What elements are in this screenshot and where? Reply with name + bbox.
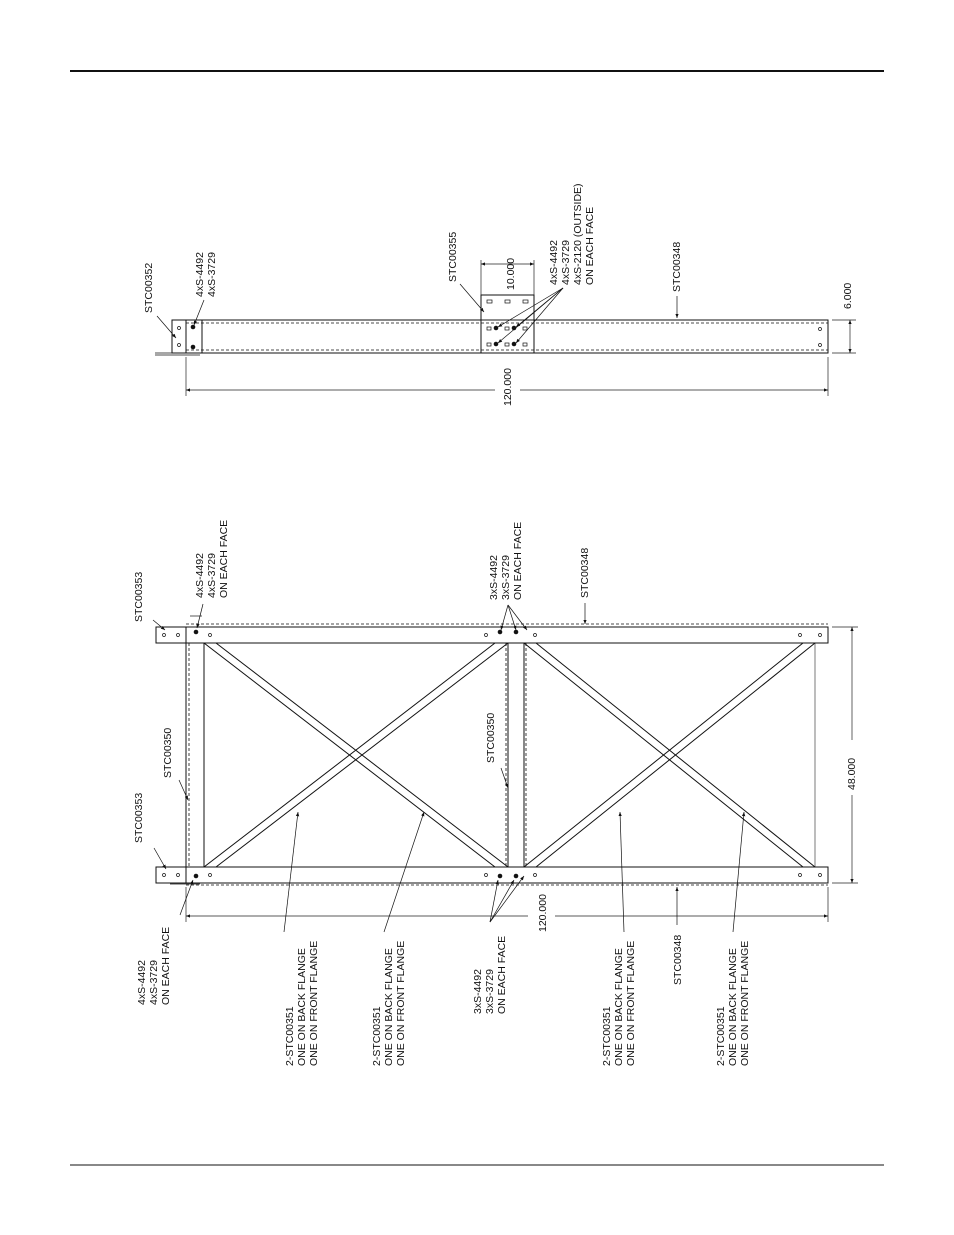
dim-depth: 6.000: [842, 283, 854, 309]
end-cap-top-stc00353: [155, 626, 187, 644]
bottom-chord-stc00348: [185, 866, 829, 884]
label-stc00350-mid: STC00350: [485, 713, 497, 763]
top-chord-stc00348: [185, 626, 829, 644]
svg-text:4xS-3729: 4xS-3729: [206, 553, 218, 598]
label-stc00352: STC00352: [143, 263, 155, 313]
svg-text:ONE ON BACK FLANGE: ONE ON BACK FLANGE: [296, 948, 308, 1066]
label-top-end-bolts-side: 4xS-4492 4xS-3729 ON EACH FACE: [194, 520, 230, 598]
svg-text:ONE ON FRONT FLANGE: ONE ON FRONT FLANGE: [739, 941, 751, 1066]
svg-text:3xS-4492: 3xS-4492: [488, 555, 500, 600]
label-top-end-bolts: 4xS-4492 4xS-3729: [194, 252, 218, 297]
beam-stc00348-top-view: [185, 319, 829, 354]
brace-right-b: [523, 642, 816, 868]
mid-vertical-stc00350: [507, 642, 525, 868]
svg-text:ONE ON BACK FLANGE: ONE ON BACK FLANGE: [613, 948, 625, 1066]
svg-text:ON EACH FACE: ON EACH FACE: [160, 927, 172, 1005]
dim-length-top-view: 120.000: [502, 368, 514, 406]
dim-splice-width: 10.000: [505, 258, 517, 290]
label-stc00348-side-top: STC00348: [579, 548, 591, 598]
svg-text:2-STC00351: 2-STC00351: [371, 1006, 383, 1066]
label-brace-1: 2-STC00351 ONE ON BACK FLANGE ONE ON FRO…: [284, 941, 320, 1066]
svg-text:ON EACH FACE: ON EACH FACE: [218, 520, 230, 598]
svg-text:4xS-4492: 4xS-4492: [194, 252, 206, 297]
dim-length-side-view: 120.000: [537, 894, 549, 932]
svg-text:4xS-3729: 4xS-3729: [148, 960, 160, 1005]
svg-text:4xS-4492: 4xS-4492: [548, 240, 560, 285]
label-mid-bottom-bolts: 3xS-4492 3xS-3729 ON EACH FACE: [472, 936, 508, 1014]
svg-text:2-STC00351: 2-STC00351: [284, 1006, 296, 1066]
svg-text:ONE ON BACK FLANGE: ONE ON BACK FLANGE: [383, 948, 395, 1066]
side-view: STC00353 4xS-4492 4xS-3729 ON EACH FACE …: [133, 520, 858, 1066]
svg-text:ON EACH FACE: ON EACH FACE: [584, 207, 596, 285]
svg-text:ONE ON BACK FLANGE: ONE ON BACK FLANGE: [727, 948, 739, 1066]
label-stc00348-top-view: STC00348: [671, 242, 683, 292]
end-cap-bottom-stc00353: [155, 866, 187, 884]
label-brace-4: 2-STC00351 ONE ON BACK FLANGE ONE ON FRO…: [715, 941, 751, 1066]
brace-left-b: [203, 642, 509, 868]
label-bottom-end-bolts: 4xS-4492 4xS-3729 ON EACH FACE: [136, 927, 172, 1005]
left-vertical-stc00350: [185, 642, 205, 868]
dim-height: 48.000: [846, 758, 858, 790]
svg-text:ONE ON FRONT FLANGE: ONE ON FRONT FLANGE: [395, 941, 407, 1066]
top-view: STC00352 4xS-4492 4xS-3729 STC00355 10.0…: [143, 183, 856, 406]
label-brace-2: 2-STC00351 ONE ON BACK FLANGE ONE ON FRO…: [371, 941, 407, 1066]
svg-text:4xS-3729: 4xS-3729: [560, 240, 572, 285]
label-stc00353-bottom: STC00353: [133, 793, 145, 843]
label-stc00350-left: STC00350: [162, 728, 174, 778]
label-mid-top-bolts: 3xS-4492 3xS-3729 ON EACH FACE: [488, 522, 524, 600]
svg-text:3xS-4492: 3xS-4492: [472, 969, 484, 1014]
svg-text:ON EACH FACE: ON EACH FACE: [496, 936, 508, 1014]
svg-text:4xS-4492: 4xS-4492: [136, 960, 148, 1005]
label-stc00348-side-bottom: STC00348: [672, 935, 684, 985]
splice-plate-stc00355: [480, 294, 535, 354]
svg-text:ONE ON FRONT FLANGE: ONE ON FRONT FLANGE: [625, 941, 637, 1066]
svg-text:ONE ON FRONT FLANGE: ONE ON FRONT FLANGE: [308, 941, 320, 1066]
label-splice-bolts: 4xS-4492 4xS-3729 4xS-2120 (OUTSIDE) ON …: [548, 183, 596, 285]
brace-left-a: [203, 642, 509, 868]
label-stc00353-top: STC00353: [133, 572, 145, 622]
label-brace-3: 2-STC00351 ONE ON BACK FLANGE ONE ON FRO…: [601, 941, 637, 1066]
svg-text:ON EACH FACE: ON EACH FACE: [512, 522, 524, 600]
end-plate-stc00352: [171, 319, 187, 354]
svg-text:2-STC00351: 2-STC00351: [715, 1006, 727, 1066]
svg-text:4xS-4492: 4xS-4492: [194, 553, 206, 598]
svg-text:4xS-3729: 4xS-3729: [206, 252, 218, 297]
svg-text:4xS-2120 (OUTSIDE): 4xS-2120 (OUTSIDE): [572, 183, 584, 285]
svg-text:2-STC00351: 2-STC00351: [601, 1006, 613, 1066]
label-stc00355: STC00355: [447, 232, 459, 282]
svg-text:3xS-3729: 3xS-3729: [500, 555, 512, 600]
svg-text:3xS-3729: 3xS-3729: [484, 969, 496, 1014]
brace-right-a: [523, 642, 816, 868]
